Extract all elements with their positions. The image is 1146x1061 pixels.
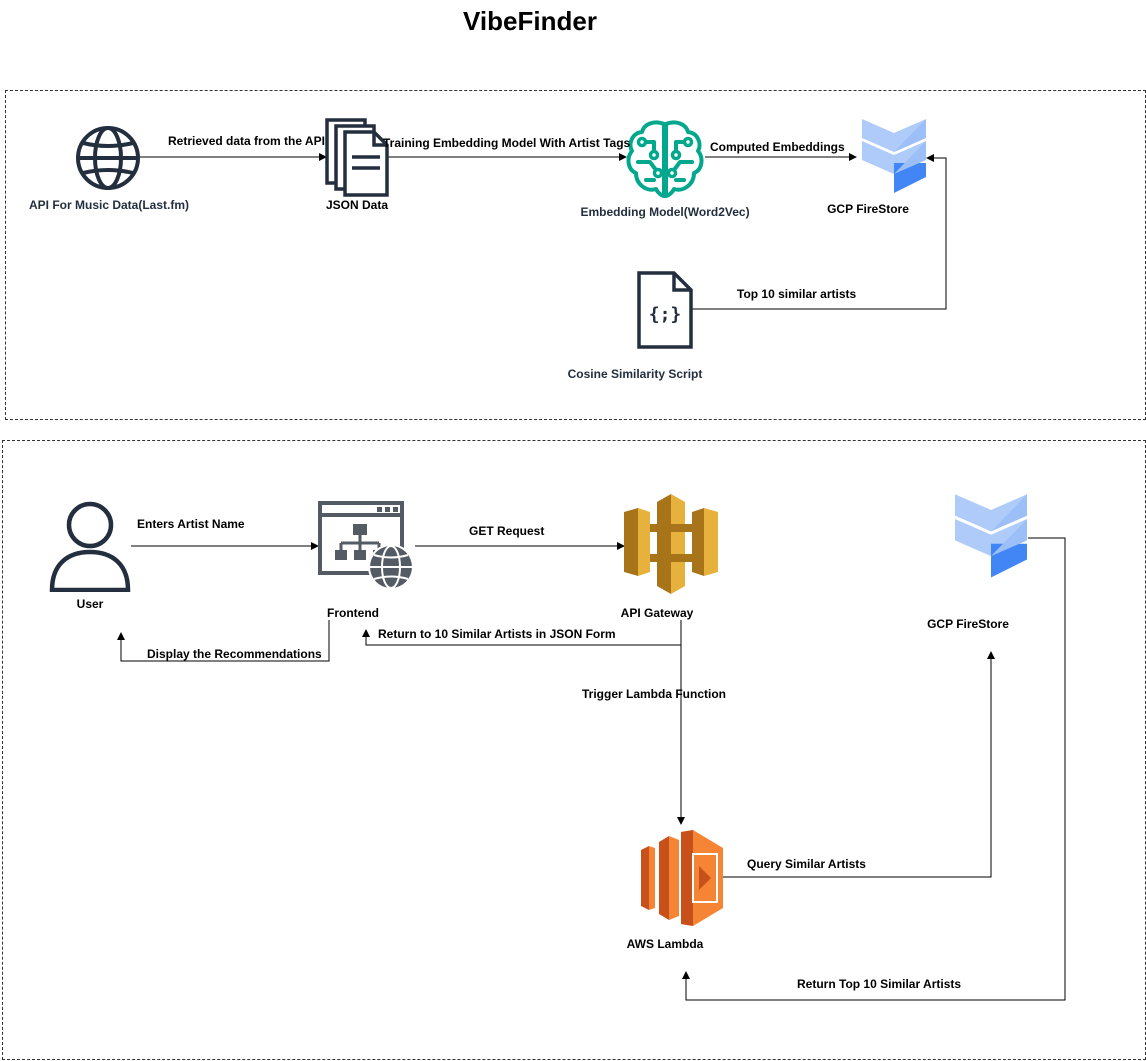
edge-label-top10: Top 10 similar artists [737, 287, 857, 301]
edge-lambda-to-firestore [722, 651, 995, 878]
api-gateway-icon [624, 494, 718, 594]
edge-label-retrieved: Retrieved data from the API [168, 134, 325, 148]
edge-label-get: GET Request [469, 524, 545, 538]
edge-gateway-to-frontend [362, 620, 682, 646]
edge-label-return-json: Return to 10 Similar Artists in JSON For… [378, 627, 616, 641]
web-application-icon [318, 501, 414, 590]
edge-label-trigger: Trigger Lambda Function [582, 687, 727, 701]
node-label-embedding: Embedding Model(Word2Vec) [580, 205, 750, 219]
edge-label-query: Query Similar Artists [747, 857, 866, 871]
edge-firestore-to-lambda [682, 537, 1066, 1001]
node-label-firestore-bottom: GCP FireStore [927, 617, 1009, 631]
globe-icon [76, 126, 140, 190]
node-label-json: JSON Data [325, 198, 389, 212]
edge-label-return-top10: Return Top 10 Similar Artists [797, 977, 962, 991]
diagram-title: VibeFinder [463, 6, 597, 36]
firestore-icon [955, 494, 1027, 578]
lambda-icon [641, 830, 723, 926]
edge-cosine-to-firestore [692, 154, 947, 310]
node-label-gateway: API Gateway [620, 606, 694, 620]
edge-label-computed: Computed Embeddings [710, 140, 845, 154]
script-file-icon: {;} [637, 271, 693, 349]
edge-frontend-to-user [117, 620, 330, 662]
node-label-api: API For Music Data(Last.fm) [28, 198, 190, 212]
svg-text:{;}: {;} [649, 304, 682, 325]
documents-icon [325, 118, 389, 197]
firestore-icon [862, 119, 926, 193]
node-label-firestore-top: GCP FireStore [827, 202, 909, 216]
node-label-lambda: AWS Lambda [626, 937, 704, 951]
node-label-cosine: Cosine Similarity Script [567, 367, 703, 381]
edge-label-display: Display the Recommendations [147, 647, 322, 661]
edge-label-training: Training Embedding Model With Artist Tag… [383, 136, 631, 150]
node-label-user: User [76, 597, 104, 611]
brain-circuit-icon [626, 120, 704, 198]
edge-label-enters: Enters Artist Name [137, 517, 245, 531]
user-icon [49, 501, 131, 592]
node-label-frontend: Frontend [327, 606, 379, 620]
